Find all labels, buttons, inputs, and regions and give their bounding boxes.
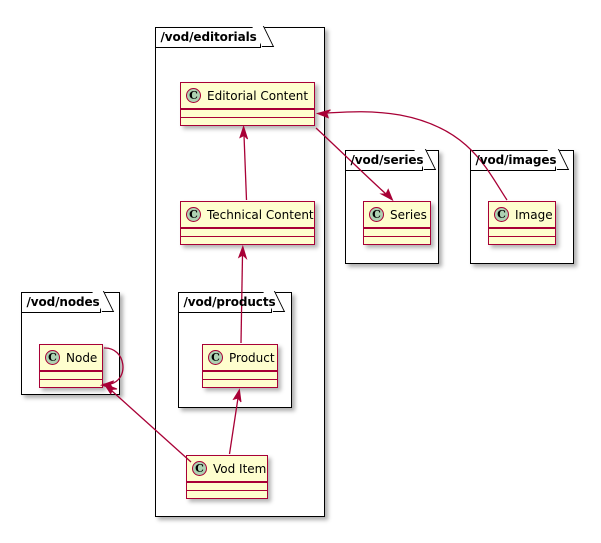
class-c-icon: C [192,461,207,476]
class-separator [181,116,314,118]
class-separator [489,235,555,237]
class-series[interactable]: C Series [363,201,431,245]
class-methods-compartment [181,118,314,125]
class-node[interactable]: C Node [39,344,103,388]
class-attributes-compartment [364,228,430,236]
class-attributes-compartment [187,482,267,490]
class-name-label: Node [66,350,98,365]
class-separator [203,370,277,372]
class-separator [187,489,267,491]
class-separator [181,227,314,229]
package-label-vod-series: /vod/series [350,153,424,167]
class-separator [181,235,314,237]
class-attributes-compartment [489,228,555,236]
class-title-row: C Editorial Content [181,83,314,108]
class-c-icon: C [186,88,201,103]
class-separator [40,378,102,380]
package-label-vod-editorials: /vod/editorials [160,30,257,44]
class-methods-compartment [364,237,430,244]
class-attributes-compartment [181,109,314,117]
package-tab-vod-nodes: /vod/nodes [20,291,101,313]
class-name-label: Product [229,350,275,365]
class-methods-compartment [181,237,314,244]
class-c-icon: C [369,207,384,222]
class-name-label: Series [390,207,427,222]
package-tab-vod-series: /vod/series [344,149,424,171]
class-separator [181,108,314,110]
class-name-label: Editorial Content [207,88,309,103]
class-image[interactable]: C Image [488,201,556,245]
class-methods-compartment [187,491,267,498]
class-separator [187,481,267,483]
class-title-row: C Node [40,345,102,370]
class-attributes-compartment [203,371,277,379]
class-c-icon: C [186,207,201,222]
class-product[interactable]: C Product [202,344,278,388]
class-title-row: C Image [489,202,555,227]
class-c-icon: C [208,350,223,365]
class-methods-compartment [203,380,277,387]
class-methods-compartment [489,237,555,244]
class-separator [364,235,430,237]
class-separator [40,370,102,372]
class-title-row: C Technical Content [181,202,314,227]
class-editorial-content[interactable]: C Editorial Content [180,82,315,126]
package-label-vod-products: /vod/products [183,295,276,309]
class-attributes-compartment [181,228,314,236]
class-technical-content[interactable]: C Technical Content [180,201,315,245]
package-tab-vod-images: /vod/images [469,149,557,171]
package-tab-vod-editorials: /vod/editorials [154,26,261,48]
class-attributes-compartment [40,371,102,379]
class-title-row: C Series [364,202,430,227]
class-title-row: C Product [203,345,277,370]
class-methods-compartment [40,380,102,387]
class-c-icon: C [494,207,509,222]
class-name-label: Technical Content [207,207,314,222]
class-separator [364,227,430,229]
package-tab-vod-products: /vod/products [177,291,276,313]
class-c-icon: C [45,350,60,365]
class-name-label: Image [515,207,553,222]
package-label-vod-images: /vod/images [475,153,557,167]
class-name-label: Vod Item [213,461,267,476]
class-separator [203,378,277,380]
class-separator [489,227,555,229]
class-title-row: C Vod Item [187,456,267,481]
class-vod-item[interactable]: C Vod Item [186,455,268,499]
package-label-vod-nodes: /vod/nodes [26,295,100,309]
